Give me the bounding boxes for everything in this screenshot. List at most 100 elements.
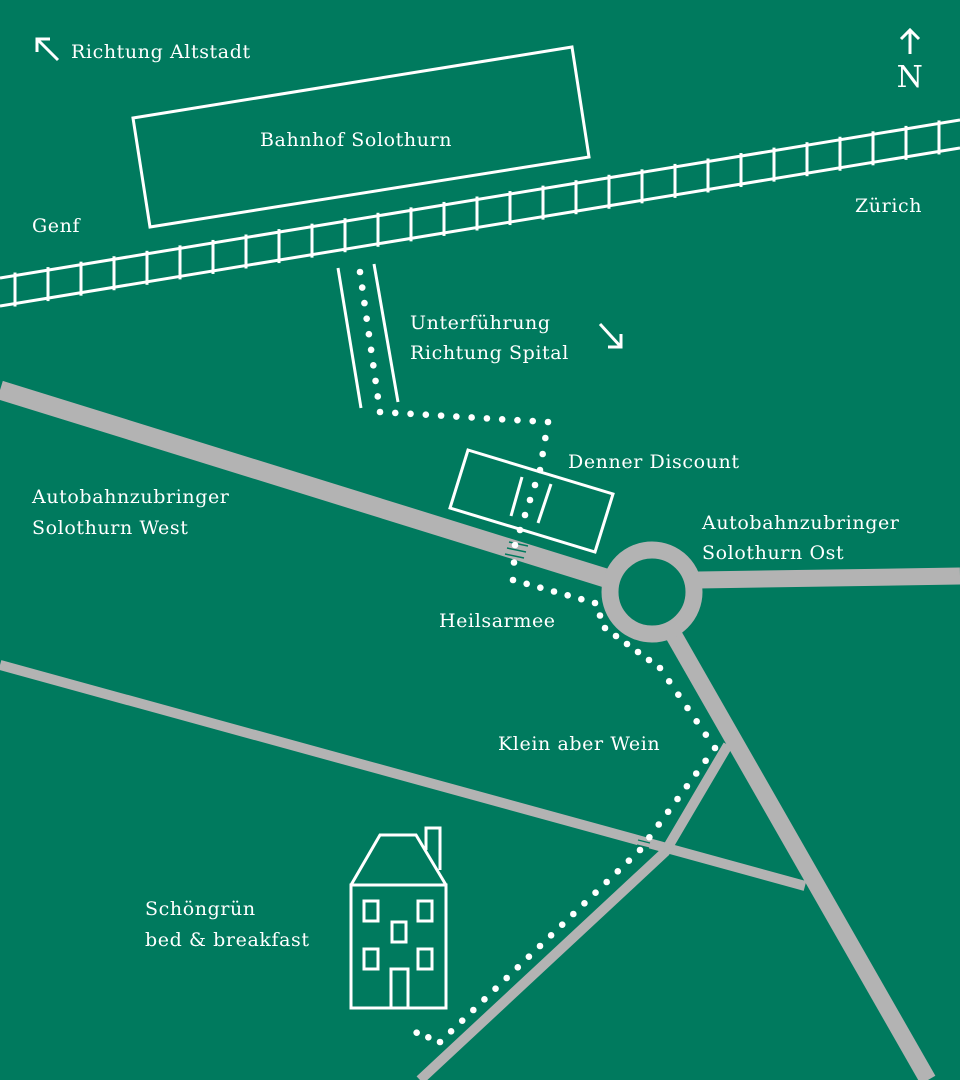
route-dot [601,624,609,632]
route-dot [684,704,691,712]
underpass-wall [372,263,400,403]
route-dot [407,410,414,418]
route-dot [570,910,577,918]
route-dot [664,808,672,816]
route-dot [665,678,673,685]
route-dot [564,592,571,599]
route-dot [711,744,719,752]
route-dot [675,691,682,698]
route-dot [356,268,364,276]
label-genf: Genf [32,215,81,237]
route-dot [514,964,522,971]
route-dot [645,656,653,664]
label-zurich: Zürich [855,195,922,217]
route-dot [367,346,375,354]
route-dot [591,599,599,607]
route-dot [511,541,519,549]
route-dot [365,330,373,338]
route-dot [468,414,475,421]
route-dot [603,878,610,886]
north-arrow-icon [899,27,921,54]
route-dot [361,299,368,307]
route-dot [358,284,366,291]
route-dot [376,408,384,416]
roundabout [601,541,703,643]
denner-building [448,448,615,554]
route-dot [612,632,620,640]
route-dot [470,1006,477,1014]
route-dot [498,415,506,423]
arrow-southeast-icon [598,322,623,349]
route-dot [693,718,700,725]
route-dot [536,942,544,950]
route-dot [636,846,644,854]
route-dot [458,1017,466,1024]
route-dot [592,889,599,896]
crosswalk-lower [636,839,651,849]
route-dot [425,1034,432,1041]
route-dot [436,1038,444,1046]
route-dot [547,932,555,939]
label-west-1: Autobahnzubringer [31,486,230,508]
route-dot [544,418,552,426]
bnb-house-icon [349,826,448,1010]
route-dot [539,450,546,458]
arrow-northwest-icon [35,37,60,62]
route-dot [692,770,700,777]
route-dot [558,921,566,928]
route-dot [578,595,585,603]
label-ost-1: Autobahnzubringer [701,512,900,534]
route-dot [531,481,539,489]
route-dot [702,731,710,738]
label-richtung-altstadt: Richtung Altstadt [71,41,251,63]
route-dot [481,996,488,1003]
route-dot [492,985,499,992]
route-dot [510,559,518,566]
denner-passage [536,483,553,524]
label-unterfuehrung: Unterführung [410,312,551,334]
underpass-wall [336,267,363,409]
route-dot [655,821,663,828]
route-dot [634,648,642,656]
route-dot [623,640,631,648]
railway [0,118,960,308]
route-dot [656,664,664,672]
route-dot [363,315,370,322]
route-dot [550,588,558,595]
route-dot [529,417,537,425]
route-dot [702,757,709,765]
route-dot [437,412,445,419]
denner-passage [509,476,524,517]
label-denner: Denner Discount [568,451,740,473]
route-dot [523,580,530,588]
route-dot [625,857,633,864]
road-south-east [664,627,936,1080]
road-autobahnzubringer-ost [697,567,960,589]
road-to-bnb [416,742,733,1080]
route-dot [422,411,430,419]
route-dot [413,1029,420,1036]
label-north: N [897,60,924,95]
route-dot [521,511,529,519]
route-dot [536,466,544,474]
route-dot [581,900,588,907]
route-dot [503,974,510,982]
route-dot [372,377,379,385]
station-building [131,45,591,229]
label-ost-2: Solothurn Ost [702,542,844,564]
route-dot [525,953,533,960]
label-west-2: Solothurn West [32,517,188,539]
route-dot [596,612,604,619]
route-dot [614,868,622,875]
route-dot [374,393,382,400]
route-dot [370,362,377,369]
route-dot [516,526,524,534]
route-dot [514,416,521,424]
route-dot [453,413,460,420]
route-dot [447,1028,455,1035]
route-dot [483,415,491,422]
label-bed-and-breakfast: bed & breakfast [145,929,310,951]
route-dot [542,434,549,442]
walking-route [356,268,719,1046]
